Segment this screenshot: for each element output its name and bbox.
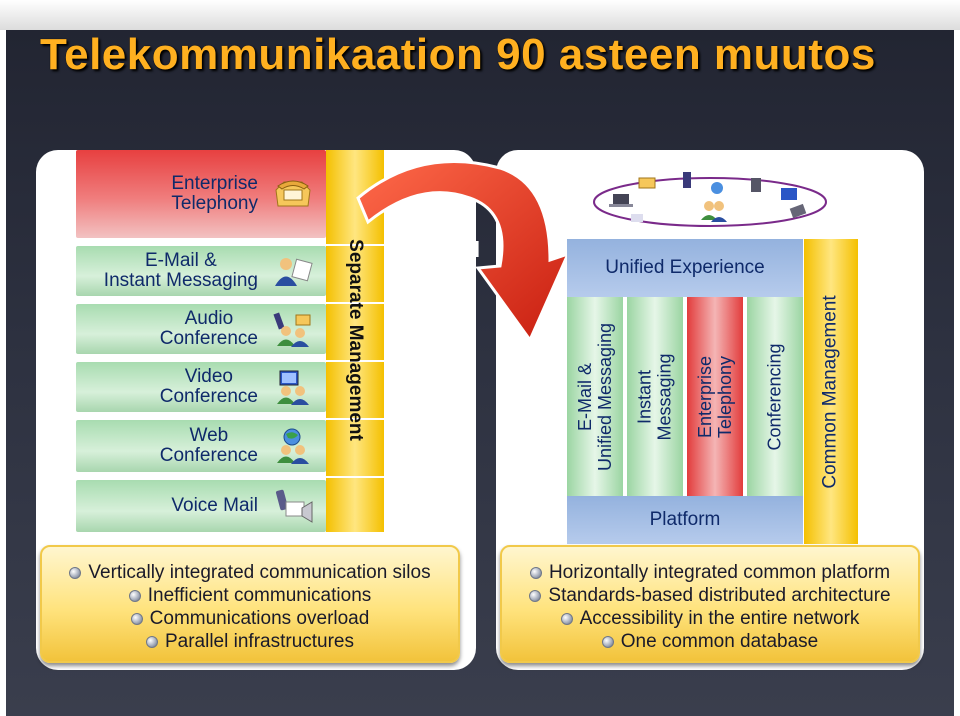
silo-label: Voice Mail (171, 495, 258, 516)
phone-icon (638, 177, 656, 189)
summary-line: Accessibility in the entire network (502, 607, 918, 630)
bullet-icon (128, 589, 141, 602)
audio-conference-icon (273, 312, 311, 347)
bullet-icon (529, 589, 542, 602)
laptop-icon (609, 194, 633, 207)
divider (326, 302, 384, 304)
web-conference-icon (277, 428, 309, 464)
summary-line: Inefficient communications (42, 584, 458, 607)
bullet-icon (529, 566, 542, 579)
unified-experience-bar: Unified Experience (567, 239, 803, 297)
bullet-icon (130, 612, 143, 625)
right-summary-box: Horizontally integrated common platform … (500, 545, 920, 663)
summary-line: Vertically integrated communication silo… (42, 561, 458, 584)
mobile-icon (683, 172, 691, 188)
voice-mail-icon (275, 489, 313, 523)
monitor-icon (781, 188, 797, 200)
column-email-unified-messaging: E-Mail &Unified Messaging (567, 297, 623, 496)
silo-voice-mail: Voice Mail (76, 480, 326, 532)
summary-line: Parallel infrastructures (42, 630, 458, 653)
bullet-icon (601, 635, 614, 648)
globe-icon (711, 182, 723, 194)
summary-line: Standards-based distributed architecture (502, 584, 918, 607)
platform-bar: Platform (567, 496, 803, 544)
left-summary-box: Vertically integrated communication silo… (40, 545, 460, 663)
telephone-icon (275, 180, 311, 207)
column-conferencing: Conferencing (747, 297, 803, 496)
summary-line: One common database (502, 630, 918, 653)
column-label: Conferencing (765, 342, 786, 451)
slide-top-bar (0, 0, 960, 30)
pda-icon (751, 178, 761, 192)
divider (326, 244, 384, 246)
silo-email-im: E-Mail &Instant Messaging (76, 246, 326, 296)
people-icon (701, 201, 727, 222)
summary-line: Horizontally integrated common platform (502, 561, 918, 584)
divider (326, 418, 384, 420)
silo-label: E-Mail &Instant Messaging (103, 250, 258, 291)
bullet-icon (560, 612, 573, 625)
bullet-icon (145, 635, 158, 648)
video-conference-icon (277, 370, 309, 405)
summary-line: Communications overload (42, 607, 458, 630)
transition-arrow (356, 159, 571, 343)
common-management-bar: Common Management (804, 239, 858, 544)
divider (326, 476, 384, 478)
common-management-label: Common Management (820, 294, 842, 489)
handset-icon (631, 214, 643, 222)
devices-network (593, 172, 827, 227)
tablet-icon (789, 203, 807, 219)
bullet-icon (69, 566, 82, 579)
user-mail-icon (275, 258, 313, 286)
column-label: E-Mail &Unified Messaging (575, 322, 616, 471)
divider (326, 360, 384, 362)
slide-title: Telekommunikaation 90 asteen muutos (40, 30, 876, 79)
